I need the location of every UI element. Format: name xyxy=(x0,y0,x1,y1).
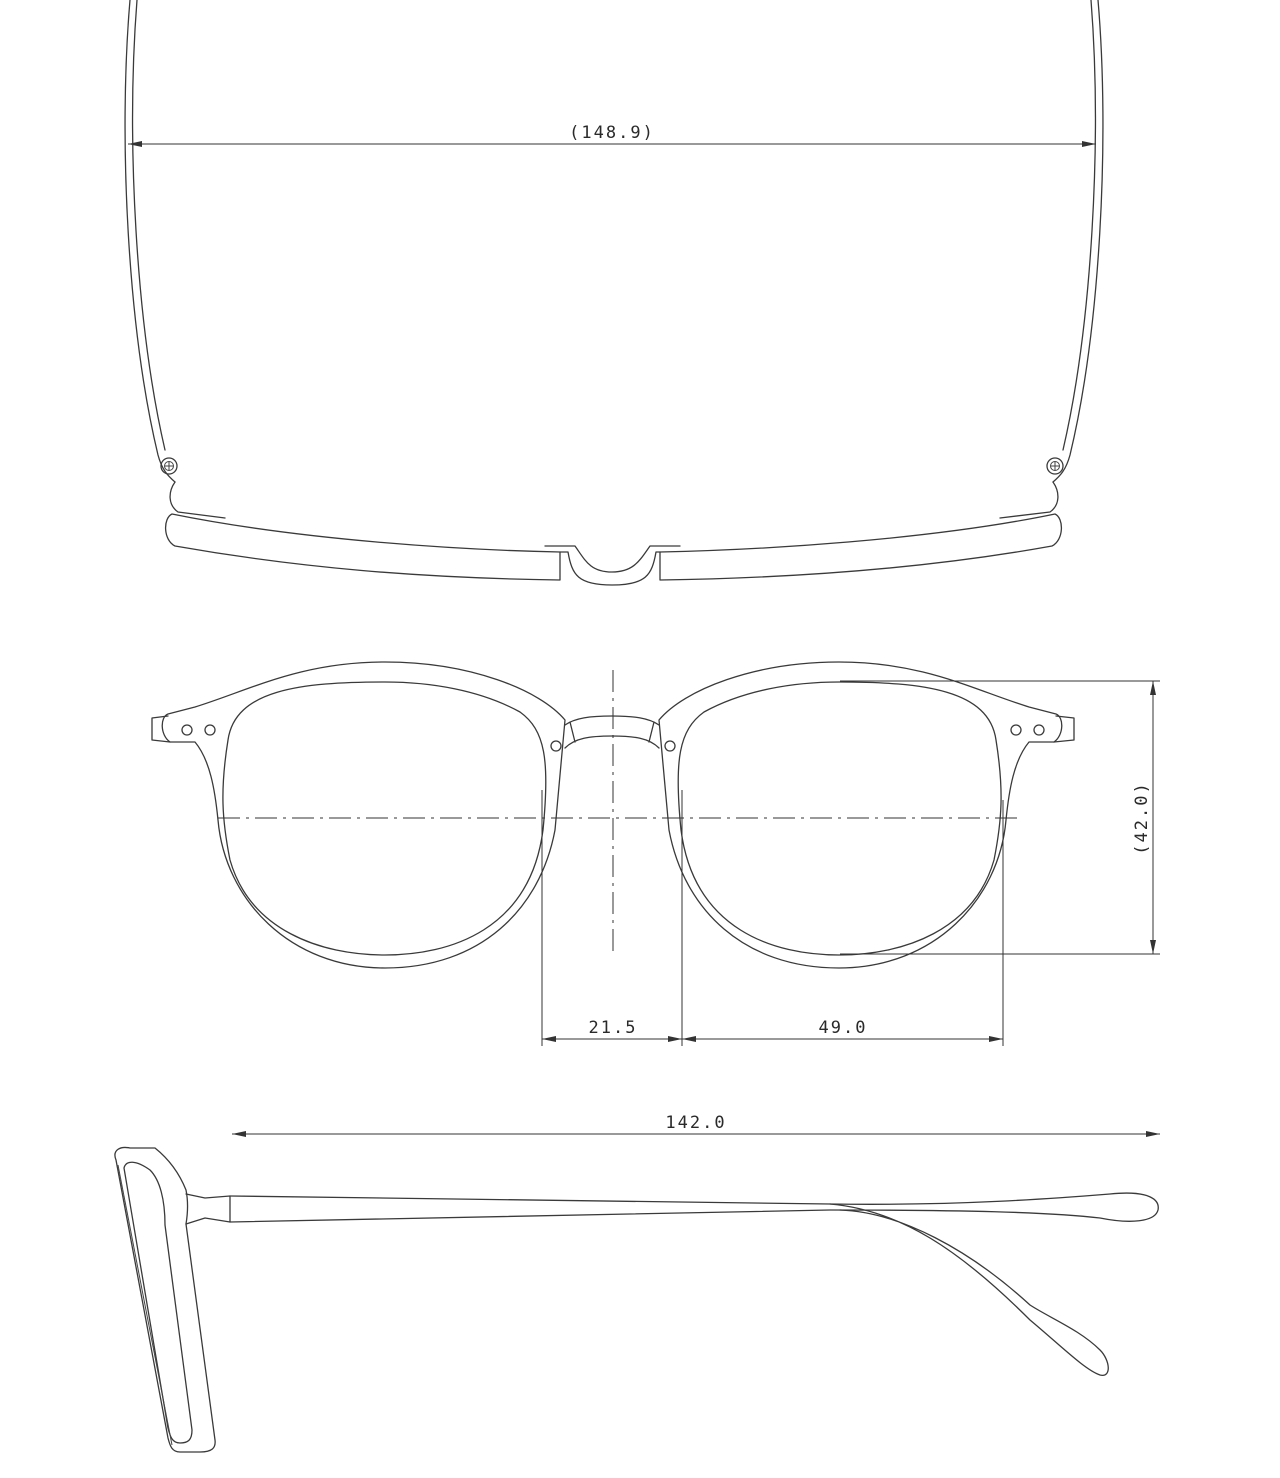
temple-length-dimension: 142.0 xyxy=(232,1113,1160,1137)
top-view-front-right xyxy=(659,513,1063,581)
left-rivet-2 xyxy=(204,724,216,736)
front-view-right-rim-outer xyxy=(658,661,1063,969)
side-view-frame-rim xyxy=(117,1164,173,1446)
side-view-temple-straight xyxy=(229,1192,1159,1223)
bridge-lens-width-dimensions: 21.5 49.0 xyxy=(541,790,1004,1046)
right-rivet-1 xyxy=(1010,724,1022,736)
lens-width-label: 49.0 xyxy=(819,1018,868,1038)
front-view-right-lens xyxy=(677,681,1002,956)
front-view-right-hinge xyxy=(1053,715,1075,743)
top-view-right-hinge-screw xyxy=(1046,457,1064,475)
left-nosepad-rivet xyxy=(550,740,562,752)
side-view-frame-inner xyxy=(123,1161,193,1444)
left-rivet-1 xyxy=(181,724,193,736)
top-view-left-temple-outer xyxy=(124,0,176,483)
temple-length-label: 142.0 xyxy=(665,1113,726,1133)
lens-height-label: (42.0) xyxy=(1132,781,1152,854)
right-rivet-2 xyxy=(1033,724,1045,736)
top-view-left-hinge-screw xyxy=(160,457,178,475)
front-view-bridge xyxy=(564,715,660,749)
front-view-left-lens xyxy=(222,681,547,956)
top-view xyxy=(124,0,1104,586)
overall-width-dimension: (148.9) xyxy=(128,123,1096,147)
front-view-left-hinge xyxy=(151,715,171,743)
top-view-left-hinge-block xyxy=(169,481,226,519)
front-view xyxy=(151,661,1075,969)
side-view-hinge xyxy=(185,1193,231,1225)
top-view-front-left xyxy=(164,513,561,581)
top-view-bridge xyxy=(544,545,681,586)
bridge-width-label: 21.5 xyxy=(589,1018,638,1038)
side-view-frame-outer xyxy=(114,1146,216,1453)
top-view-right-hinge-block xyxy=(999,481,1059,519)
side-view xyxy=(114,1146,1159,1453)
top-view-left-temple-inner xyxy=(131,0,166,451)
side-view-temple-bent xyxy=(829,1203,1109,1376)
front-view-left-rim-outer xyxy=(161,661,566,969)
right-nosepad-rivet xyxy=(664,740,676,752)
top-view-right-temple-outer xyxy=(1052,0,1104,483)
lens-height-dimension: (42.0) xyxy=(840,680,1160,955)
top-view-right-temple-inner xyxy=(1062,0,1097,451)
overall-width-label: (148.9) xyxy=(569,123,655,143)
